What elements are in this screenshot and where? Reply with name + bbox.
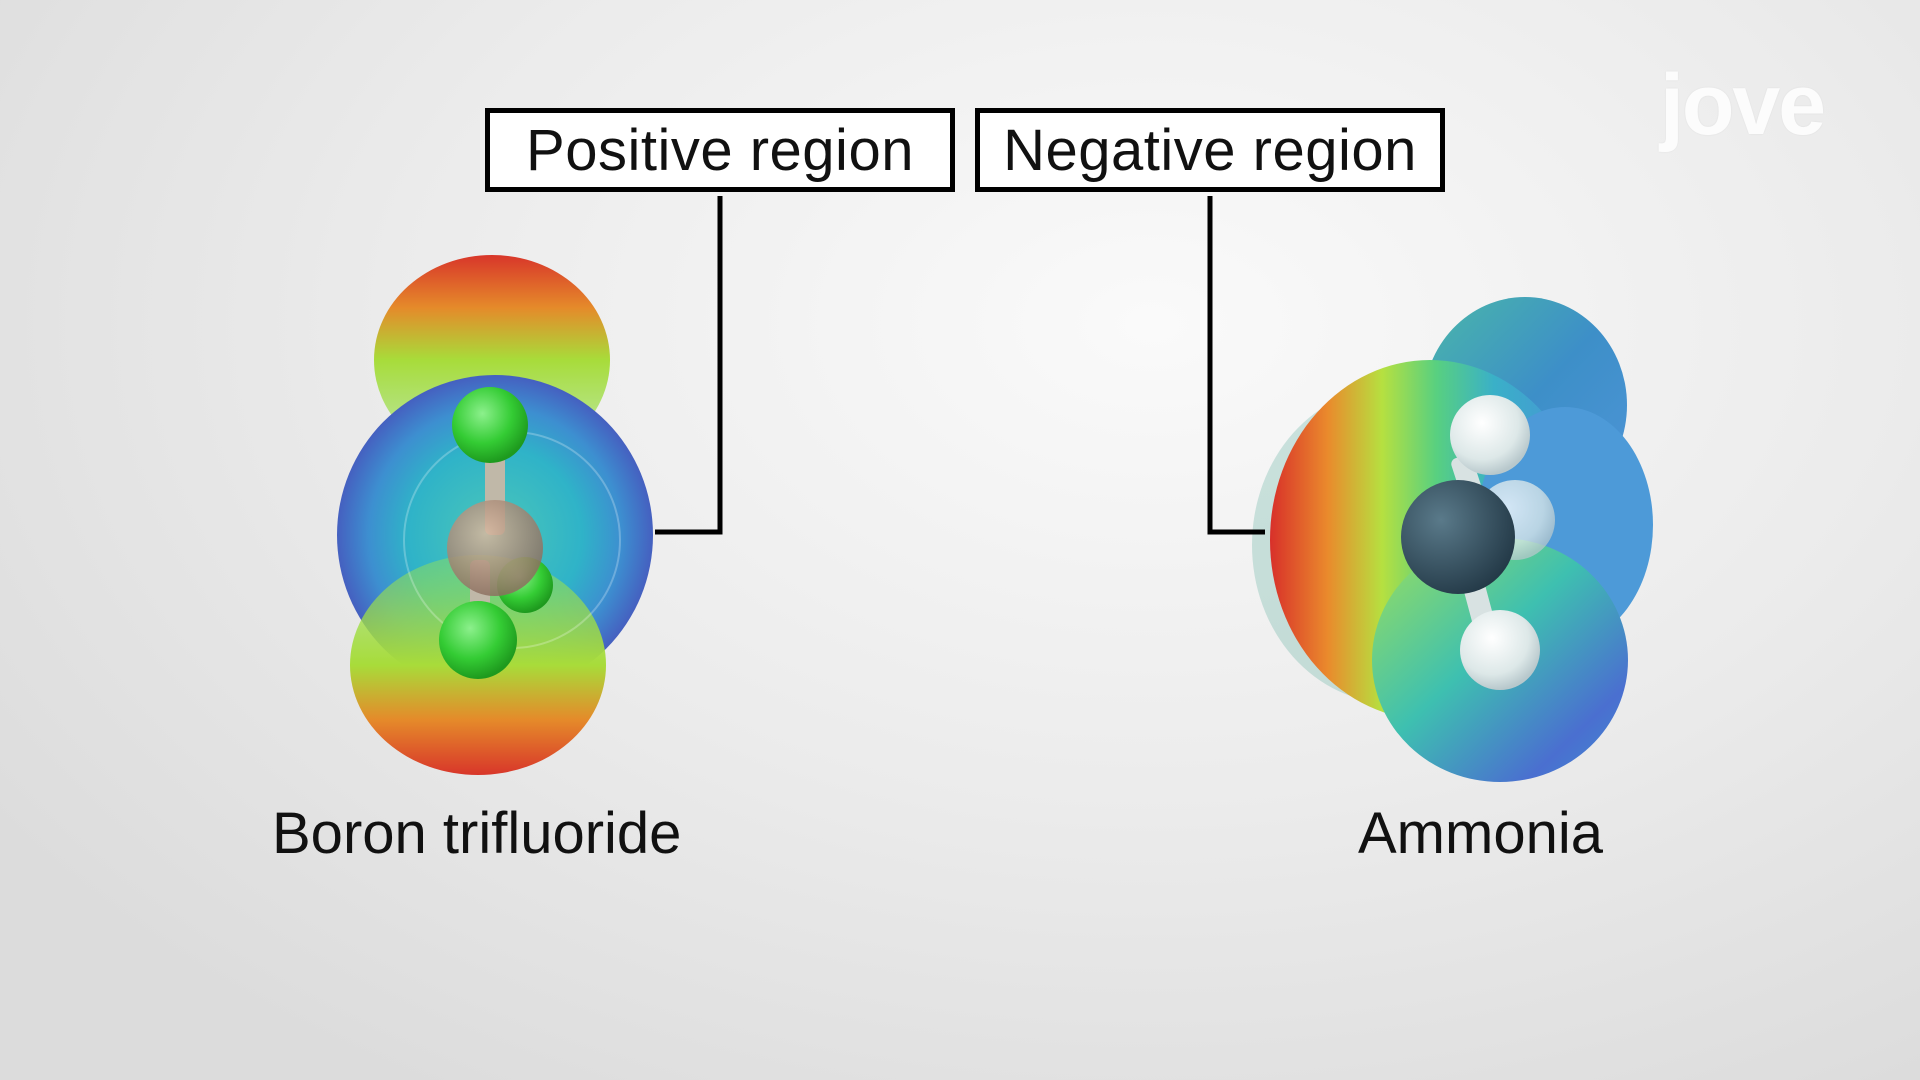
fluorine-atom-top <box>452 387 528 463</box>
fluorine-atom-bottom <box>439 601 517 679</box>
negative-region-connector <box>1207 196 1265 535</box>
jove-logo-watermark: jove <box>1660 57 1826 153</box>
boron-atom <box>447 500 543 596</box>
ammonia-model <box>1252 297 1653 782</box>
nitrogen-atom <box>1401 480 1515 594</box>
boron-trifluoride-model <box>337 255 653 775</box>
negative-region-label: Negative region <box>975 108 1445 192</box>
hydrogen-atom-bottom <box>1460 610 1540 690</box>
hydrogen-atom-top <box>1450 395 1530 475</box>
ammonia-caption: Ammonia <box>1358 801 1603 866</box>
positive-region-connector <box>655 196 723 535</box>
positive-region-label: Positive region <box>485 108 955 192</box>
boron-trifluoride-caption: Boron trifluoride <box>272 801 682 866</box>
